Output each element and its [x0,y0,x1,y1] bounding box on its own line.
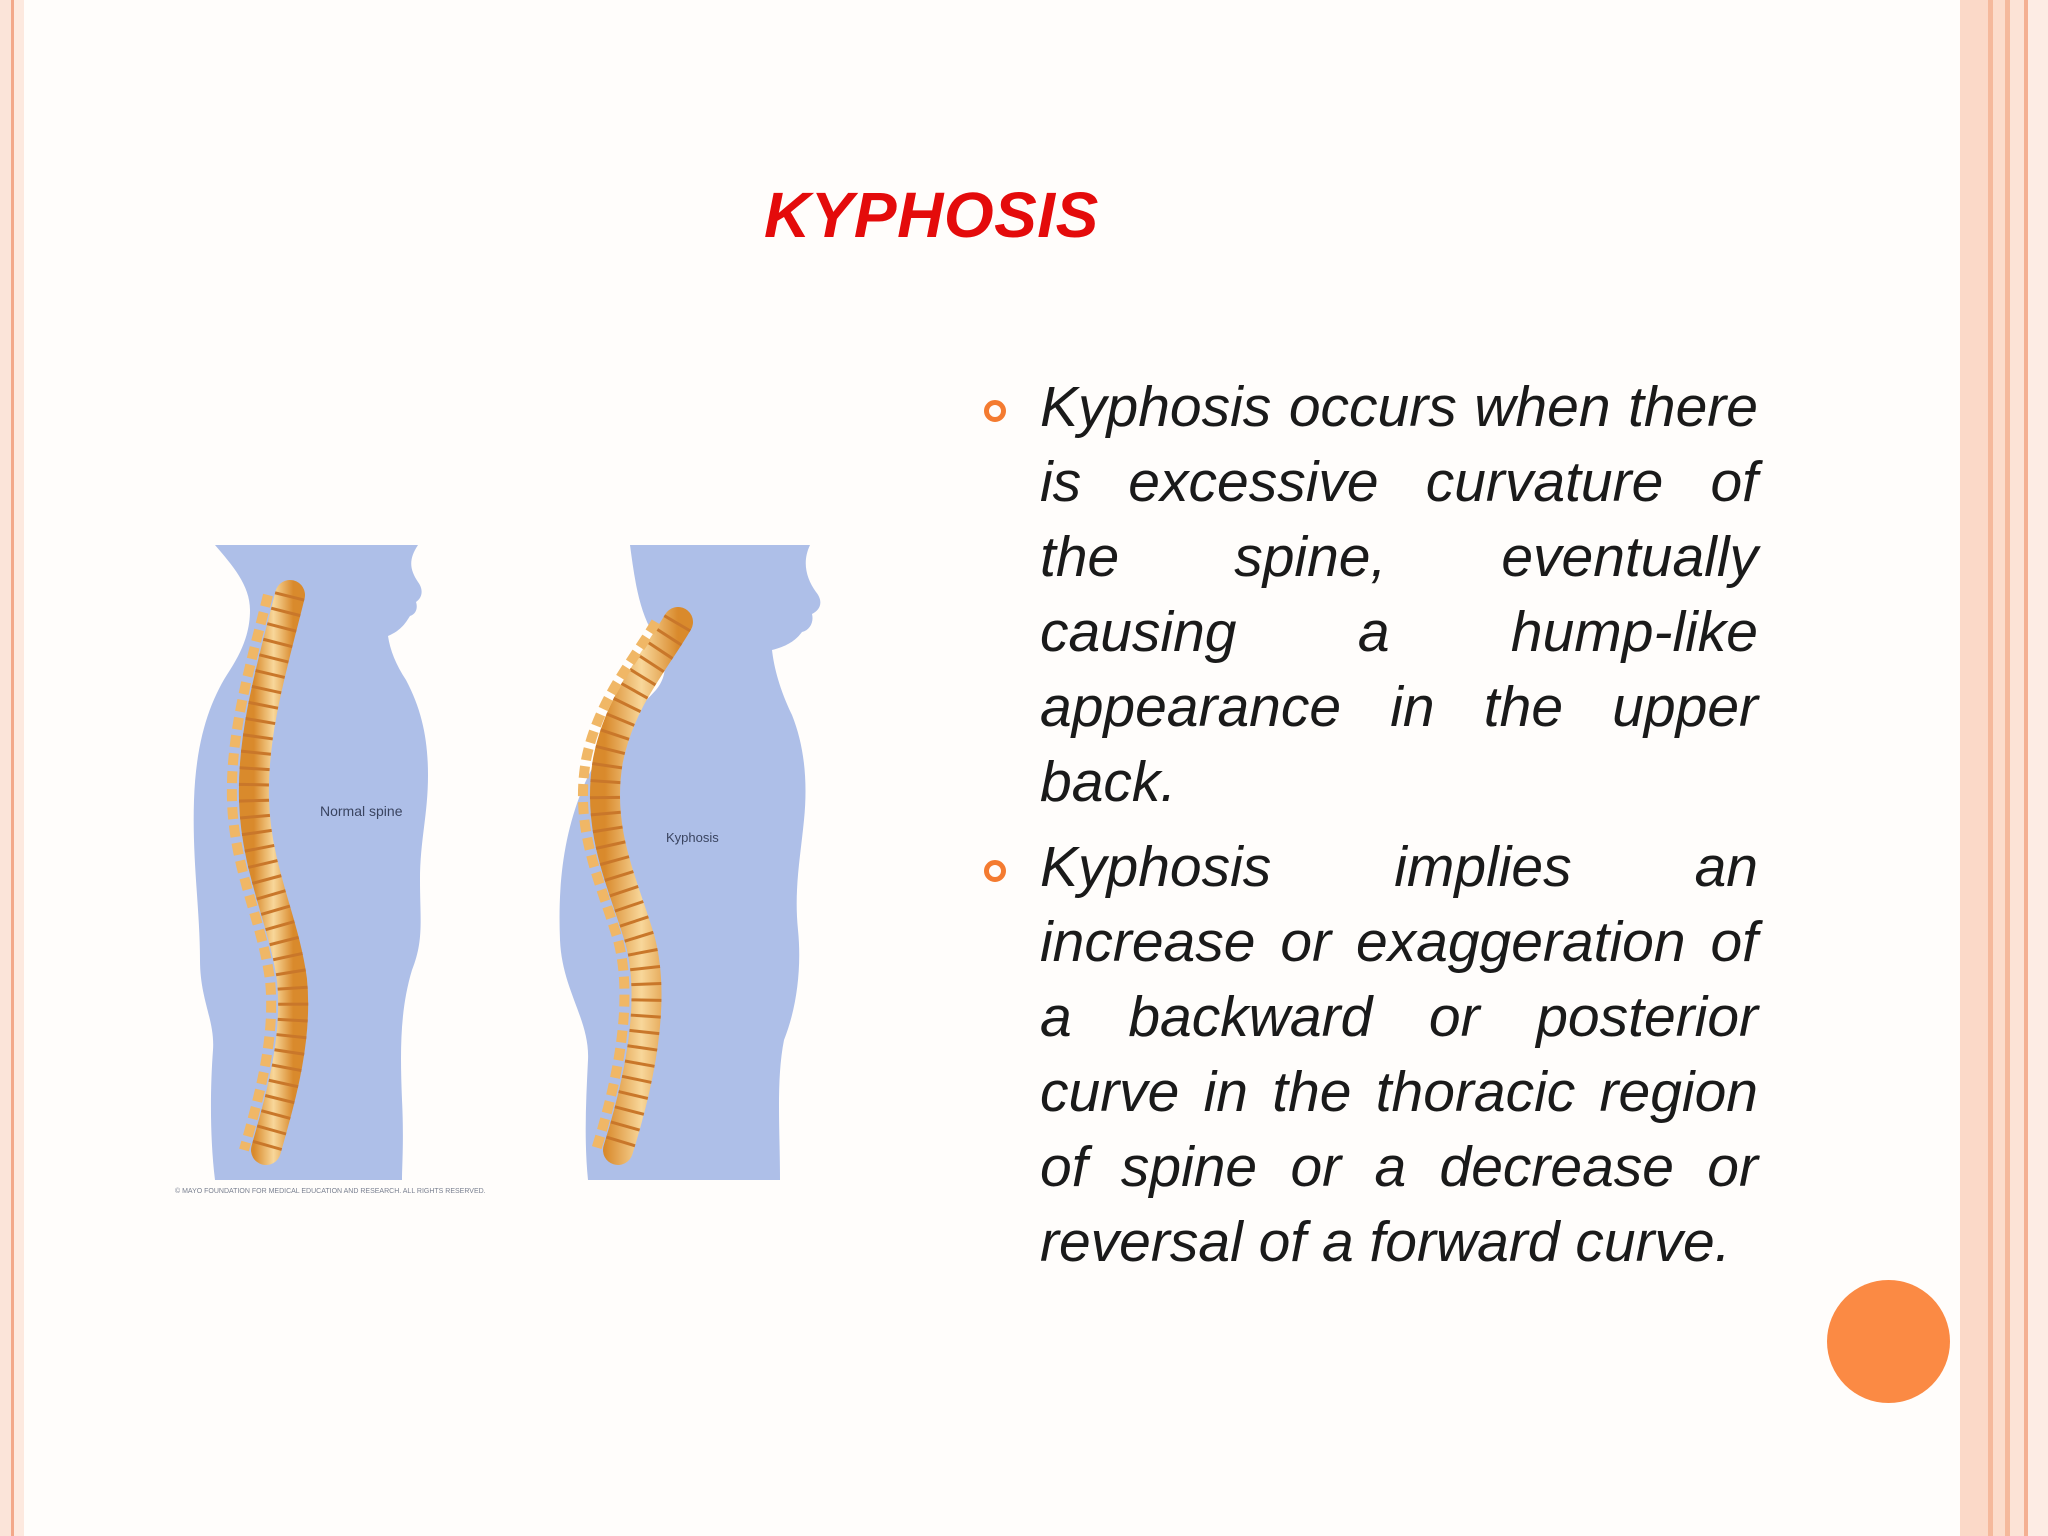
bullet-item: Kyphosis occurs when there is excessive … [978,370,1758,820]
bullet-circle-icon [984,400,1006,422]
spine-illustration: Normal spine Kyphosis © MAYO FOUNDATION … [170,540,850,1200]
decorative-orange-circle [1827,1280,1950,1403]
kyphosis-label: Kyphosis [666,830,719,845]
kyphosis-spine [578,607,693,1165]
bullet-item: Kyphosis implies an increase or exaggera… [978,830,1758,1280]
kyphosis-body-silhouette [559,545,821,1180]
slide-title: KYPHOSIS [764,179,1099,251]
bullet-text: Kyphosis occurs when there is excessive … [1040,375,1758,814]
slide-border-right [1960,0,2048,1536]
normal-spine [226,580,309,1165]
bullet-list: Kyphosis occurs when there is excessive … [978,370,1758,1290]
image-copyright: © MAYO FOUNDATION FOR MEDICAL EDUCATION … [175,1187,486,1195]
spine-comparison-image: Normal spine Kyphosis © MAYO FOUNDATION … [175,545,821,1195]
bullet-circle-icon [984,860,1006,882]
bullet-text: Kyphosis implies an increase or exaggera… [1040,835,1758,1274]
slide-border-left [0,0,24,1536]
normal-body-silhouette [193,545,428,1180]
normal-spine-label: Normal spine [320,803,403,819]
